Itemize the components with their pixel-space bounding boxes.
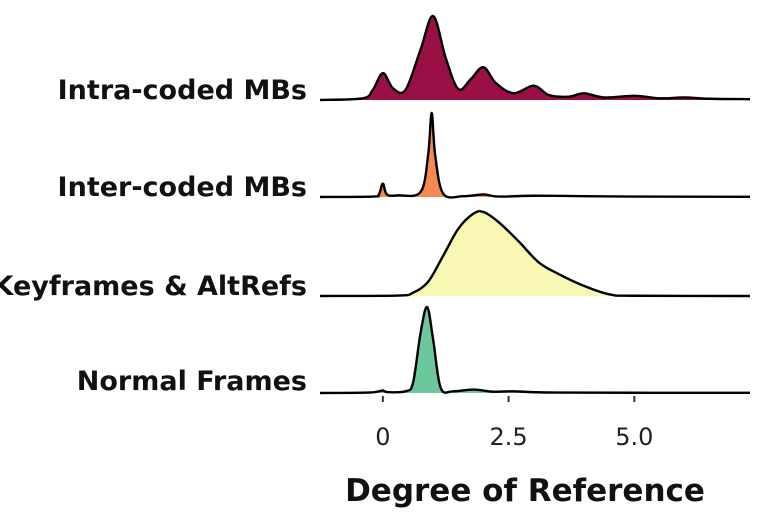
- ridge-outline-intra-coded-mbs: [319, 14, 751, 102]
- x-tick-label: 2.5: [490, 423, 528, 451]
- x-axis: 0 2.5 5.0: [375, 396, 653, 451]
- ridges-group: [319, 14, 751, 395]
- row-label-keyframes-altrefs: Keyframes & AltRefs: [0, 271, 307, 302]
- x-tick-label: 0: [375, 423, 390, 451]
- ridge-outline-normal-frames: [319, 305, 751, 395]
- row-label-inter-coded-mbs: Inter-coded MBs: [58, 172, 307, 203]
- ridge-outline-inter-coded-mbs: [319, 111, 751, 199]
- x-axis-title: Degree of Reference: [345, 473, 705, 509]
- ridge-area-inter-coded-mbs: [320, 113, 750, 198]
- row-label-intra-coded-mbs: Intra-coded MBs: [58, 75, 307, 106]
- ridge-area-normal-frames: [320, 306, 750, 393]
- row-label-normal-frames: Normal Frames: [77, 366, 307, 397]
- x-tick-label: 5.0: [615, 423, 653, 451]
- ridge-area-intra-coded-mbs: [320, 15, 750, 100]
- ridge-area-keyframes-altrefs: [320, 211, 750, 296]
- ridge-outline-keyframes-altrefs: [319, 209, 751, 298]
